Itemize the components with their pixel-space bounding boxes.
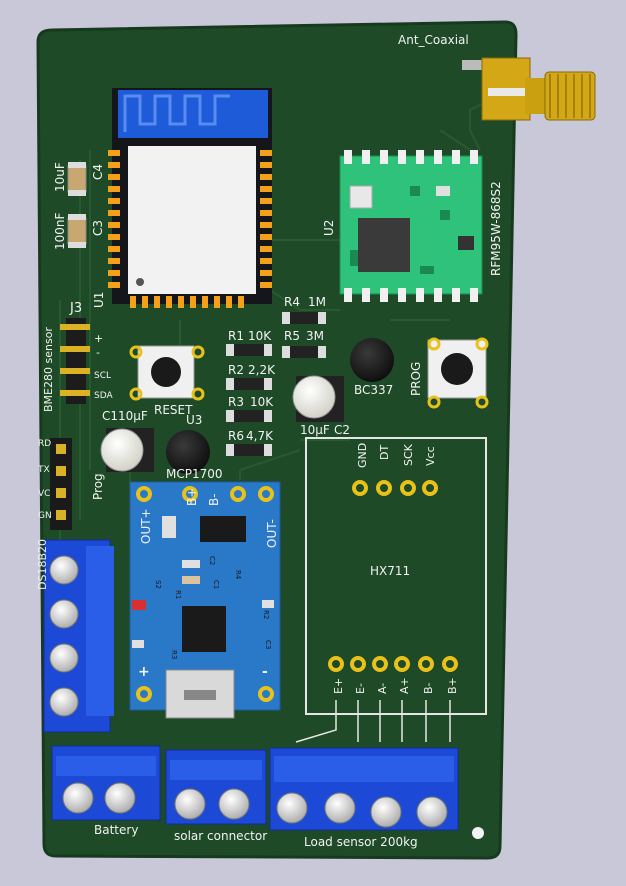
svg-text:10uF: 10uF [53, 162, 67, 192]
cap-c4: 10uF C4 [53, 162, 105, 196]
svg-text:2,2K: 2,2K [248, 363, 276, 377]
prog-header: RD TX VC GN Prog [37, 438, 105, 530]
svg-text:OUT+: OUT+ [139, 508, 153, 544]
svg-text:U3: U3 [186, 413, 202, 427]
svg-text:BME280 sensor: BME280 sensor [42, 327, 55, 412]
svg-text:3M: 3M [306, 329, 324, 343]
svg-text:10µF: 10µF [118, 409, 148, 423]
svg-text:PROG: PROG [409, 362, 423, 396]
mount-hole-1 [472, 827, 484, 839]
hx711-module: GND DT SCK Vcc HX711 E+ E- A- A+ B- B+ [305, 437, 487, 715]
resistor-r5: R5 3M [282, 329, 326, 358]
svg-text:A-: A- [376, 683, 389, 694]
svg-text:B-: B- [422, 682, 435, 694]
svg-text:BC337: BC337 [354, 383, 393, 397]
svg-text:HX711: HX711 [370, 564, 410, 578]
svg-text:100nF: 100nF [53, 212, 67, 250]
svg-text:C1: C1 [102, 409, 118, 423]
svg-text:10K: 10K [248, 329, 272, 343]
reset-button: RESET [129, 345, 205, 417]
svg-text:GND: GND [356, 443, 369, 468]
svg-text:Prog: Prog [91, 473, 105, 500]
svg-text:SDA: SDA [94, 391, 113, 401]
svg-text:C4: C4 [91, 164, 105, 180]
bme280-header-j3: J3 BME280 sensor + - SCL SDA [42, 301, 113, 412]
svg-text:4,7K: 4,7K [246, 429, 274, 443]
svg-text:R1: R1 [228, 329, 244, 343]
svg-text:TX: TX [37, 465, 50, 475]
svg-text:S2: S2 [154, 580, 162, 589]
svg-text:C3: C3 [91, 220, 105, 236]
svg-text:SCL: SCL [94, 371, 111, 381]
u2-label: U2 [322, 220, 336, 236]
svg-text:R4: R4 [284, 295, 300, 309]
svg-text:VC: VC [38, 489, 50, 499]
load-sensor-terminal: Load sensor 200kg [269, 747, 459, 849]
svg-text:E-: E- [354, 683, 367, 694]
hx711-silk-lines [295, 700, 451, 743]
svg-text:R6: R6 [228, 429, 244, 443]
svg-text:C2: C2 [208, 556, 216, 565]
svg-text:+: + [94, 332, 103, 345]
cap-c1: C1 10µF [100, 409, 154, 472]
svg-text:GN: GN [38, 511, 52, 521]
rfm95w-module-u2: U2 RFM95W-868S2 [322, 150, 503, 302]
svg-text:MCP1700: MCP1700 [166, 467, 223, 481]
svg-text:R3: R3 [228, 395, 244, 409]
svg-text:R3: R3 [170, 650, 178, 659]
prog-button: PROG [409, 337, 489, 409]
svg-text:solar connector: solar connector [174, 829, 267, 843]
ant-label: Ant_Coaxial [398, 33, 469, 47]
svg-text:1M: 1M [308, 295, 326, 309]
svg-text:Vcc: Vcc [424, 446, 437, 466]
rfm-label: RFM95W-868S2 [489, 181, 503, 276]
svg-text:C1: C1 [212, 580, 220, 589]
resistor-r6: R6 4,7K [226, 429, 274, 456]
svg-text:J3: J3 [69, 301, 82, 316]
svg-text:B+: B+ [185, 488, 199, 506]
cap-c3: 100nF C3 [53, 212, 105, 250]
svg-text:+: + [138, 664, 150, 680]
svg-text:10µF: 10µF [300, 423, 330, 437]
svg-text:E+: E+ [332, 678, 345, 694]
svg-text:C3: C3 [264, 640, 272, 649]
esp-module-u1: U1 [92, 88, 272, 308]
resistor-r2: R2 2,2K [226, 363, 276, 390]
svg-text:Load sensor 200kg: Load sensor 200kg [304, 835, 418, 849]
resistor-r3: R3 10K [226, 395, 274, 422]
svg-text:C2: C2 [334, 423, 350, 437]
svg-text:R2: R2 [262, 610, 270, 619]
svg-text:SCK: SCK [402, 443, 415, 466]
svg-text:Battery: Battery [94, 823, 138, 837]
svg-text:R2: R2 [228, 363, 244, 377]
svg-text:A+: A+ [398, 677, 411, 694]
svg-text:B+: B+ [446, 677, 459, 694]
regulator-u3: U3 MCP1700 [166, 413, 223, 481]
svg-text:RESET: RESET [154, 403, 193, 417]
solar-terminal: solar connector [165, 749, 267, 843]
resistors: R4 1M R5 3M R1 10K R2 2,2K R3 10K [226, 295, 326, 456]
svg-text:R1: R1 [174, 590, 182, 599]
svg-text:DS18B20: DS18B20 [36, 539, 49, 590]
svg-text:B-: B- [207, 493, 221, 506]
svg-text:-: - [262, 664, 268, 680]
battery-terminal: Battery [51, 745, 161, 837]
svg-text:R4: R4 [234, 570, 242, 580]
svg-text:OUT-: OUT- [265, 519, 279, 548]
ds18b20-terminal: DS18B20 [36, 539, 114, 733]
svg-text:RD: RD [38, 439, 51, 449]
charger-module: OUT+ B+ B- OUT- + - S2 R1 R4 R2 C1 C2 C3… [129, 481, 281, 719]
antenna-connector: Ant_Coaxial [398, 33, 596, 121]
svg-text:R5: R5 [284, 329, 300, 343]
cap-c2: 10µF C2 [292, 375, 350, 437]
svg-text:DT: DT [378, 445, 391, 460]
svg-text:-: - [96, 346, 100, 359]
svg-text:10K: 10K [250, 395, 274, 409]
transistor-bc337: BC337 [350, 338, 394, 397]
resistor-r4: R4 1M [282, 295, 326, 324]
resistor-r1: R1 10K [226, 329, 272, 356]
u1-label: U1 [92, 292, 106, 308]
